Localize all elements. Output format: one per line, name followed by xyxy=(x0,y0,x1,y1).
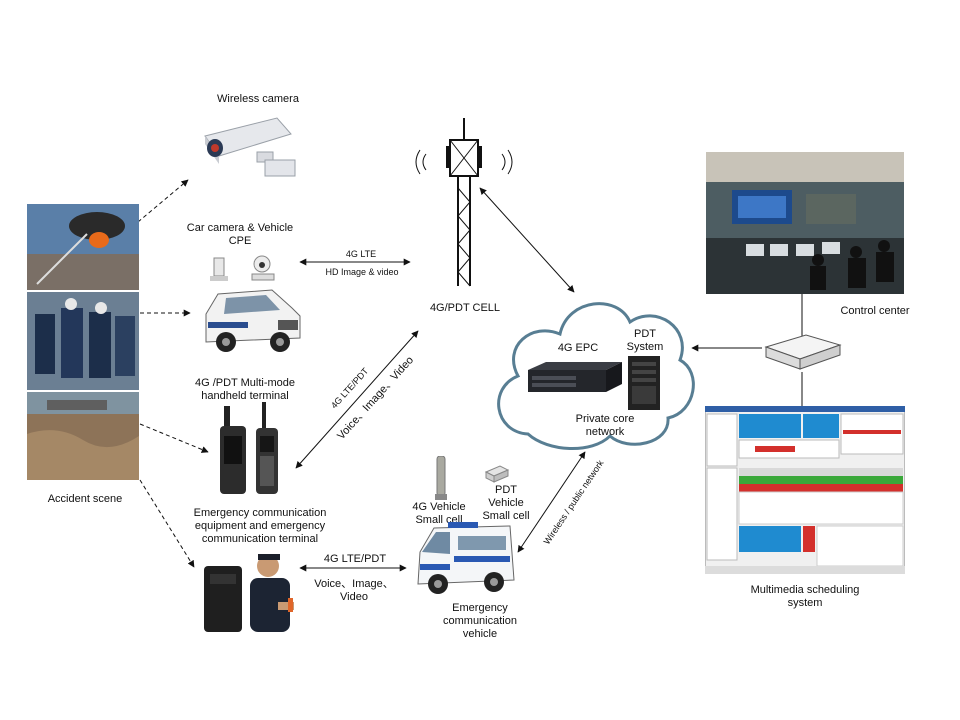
wireless-camera-icon xyxy=(204,117,296,177)
vehicle-small-cell-label-line1: 4G Vehicle xyxy=(412,501,466,513)
emergency-equipment-label-line2: equipment and emergency xyxy=(194,520,326,532)
core-network-label-line1: Private core xyxy=(575,413,635,425)
car-camera-label: Car camera & Vehicle CPE xyxy=(180,222,300,248)
emergency-equipment-label: Emergency communication equipment and em… xyxy=(180,507,340,546)
police-suv-icon xyxy=(205,289,301,352)
emergency-equipment-label-line3: communication terminal xyxy=(201,533,319,545)
pdt-vehicle-small-cell-label: PDT Vehicle Small cell xyxy=(476,484,536,523)
pdt-vehicle-small-cell-label-line2: Vehicle xyxy=(488,497,524,509)
multimode-terminal-label: 4G /PDT Multi-mode handheld terminal xyxy=(180,377,310,403)
dashed-arrow-to-terminal xyxy=(139,423,209,453)
emergency-vehicle-label-line2: communication xyxy=(443,615,517,627)
officer-vehicle-link-label-line1: Voice、Image、 xyxy=(314,578,394,590)
cpe-camera-icon xyxy=(210,255,275,281)
scheduling-system-screenshot xyxy=(705,406,905,574)
multimode-terminal-label-line1: 4G /PDT Multi-mode xyxy=(194,377,296,389)
core-network-label-line2: network xyxy=(585,426,625,438)
multimode-terminal-label-line2: handheld terminal xyxy=(201,390,289,402)
pdt-vehicle-small-cell-label-line1: PDT xyxy=(495,484,517,496)
wireless-camera-label: Wireless camera xyxy=(217,93,299,105)
emergency-vehicle-label: Emergency communication vehicle xyxy=(430,602,530,641)
pdt-system-label: PDT System xyxy=(620,328,670,354)
cell-tower-icon xyxy=(415,118,513,287)
scheduling-system-label-line1: Multimedia scheduling xyxy=(750,584,860,596)
cell-label: 4G/PDT CELL xyxy=(429,302,501,314)
arrow-cell-core xyxy=(479,187,575,293)
car-cell-link-label-bottom: HD Image & video xyxy=(325,267,399,277)
handheld-terminals-icon xyxy=(220,402,278,494)
pdt-system-label-line2: System xyxy=(626,341,664,353)
scheduling-system-label-line2: system xyxy=(787,597,823,609)
emergency-equipment-label-line1: Emergency communication xyxy=(193,507,327,519)
officer-vehicle-link-label-line2: Video xyxy=(340,591,368,603)
pdt-system-rack-icon xyxy=(628,356,660,410)
epc-server-icon xyxy=(528,362,622,392)
car-camera-label-line1: Car camera & Vehicle xyxy=(186,222,294,234)
officer-vehicle-link-label-top: 4G LTE/PDT xyxy=(323,553,387,565)
dashed-arrow-to-officer xyxy=(139,479,195,568)
router-icon xyxy=(764,334,842,370)
accident-scene-photos xyxy=(27,204,139,480)
core-network-label: Private core network xyxy=(560,413,650,439)
emergency-vehicle-label-line3: vehicle xyxy=(462,628,498,640)
officer-vehicle-link-label-bottom: Voice、Image、 Video xyxy=(304,578,404,604)
pdt-vehicle-small-cell-label-line3: Small cell xyxy=(482,510,530,522)
car-camera-label-line2: CPE xyxy=(228,235,252,247)
vehicle-small-cell-antenna-icon xyxy=(435,456,447,500)
pdt-small-cell-box-icon xyxy=(484,465,510,483)
control-center-photo xyxy=(706,152,904,294)
police-officer-icon xyxy=(204,554,294,632)
epc-label: 4G EPC xyxy=(557,342,599,354)
dashed-arrow-to-camera xyxy=(137,179,189,223)
arrow-vehicle-core xyxy=(517,451,586,553)
accident-scene-label: Accident scene xyxy=(47,493,123,505)
arrow-terminal-cell xyxy=(295,330,419,469)
pdt-system-label-line1: PDT xyxy=(634,328,656,340)
emergency-vehicle-icon xyxy=(417,522,515,594)
scheduling-system-label: Multimedia scheduling system xyxy=(730,584,880,610)
car-cell-link-label-top: 4G LTE xyxy=(345,249,377,259)
emergency-vehicle-label-line1: Emergency xyxy=(452,602,508,614)
control-center-label: Control center xyxy=(840,305,910,317)
